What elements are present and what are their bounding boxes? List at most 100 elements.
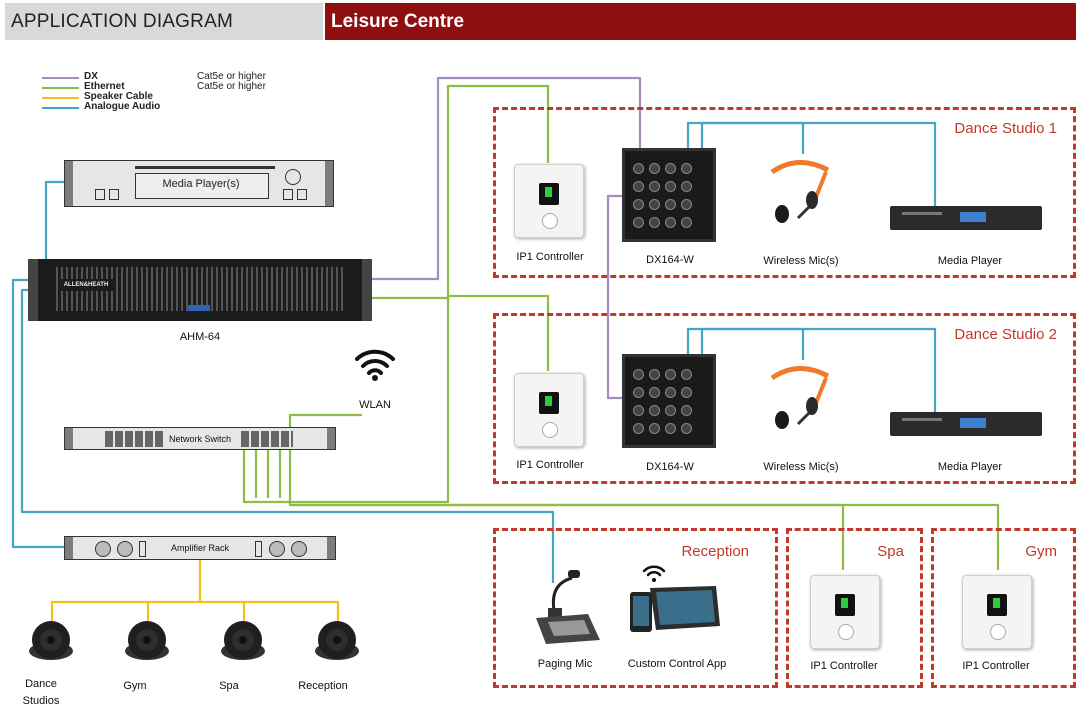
zone-title: Dance Studio 2 (954, 326, 1057, 343)
ethernet-cable (288, 413, 362, 427)
wireless-mic-label: Wireless Mic(s) (763, 255, 839, 267)
xlr-socket (633, 199, 644, 210)
legend-swatch (42, 97, 79, 99)
media-player-unit (890, 412, 1042, 436)
xlr-socket (665, 369, 676, 380)
legend-note: Cat5e or higher (197, 71, 266, 82)
speaker-label-reception: Reception (298, 680, 348, 692)
wlan-label: WLAN (359, 399, 391, 411)
zone-dance-studio-1: Dance Studio 1 (493, 107, 1076, 278)
ip1-controller (810, 575, 880, 649)
legend-note: Cat5e or higher (197, 81, 266, 92)
ethernet-cable (290, 503, 1000, 570)
amp-knob (117, 541, 133, 557)
ip1-controller-label: IP1 Controller (962, 660, 1030, 672)
zone-title: Gym (1025, 543, 1057, 560)
xlr-socket (665, 405, 676, 416)
legend-label: Ethernet (84, 81, 125, 92)
amp-knob (269, 541, 285, 557)
speaker-cable (50, 600, 340, 626)
analogue-cable (700, 327, 937, 412)
xlr-socket (649, 387, 660, 398)
analogue-cable (700, 121, 937, 206)
media-players-rack: Media Player(s) (64, 160, 334, 207)
amplifier-rack-label: Amplifier Rack (171, 543, 230, 553)
zone-title: Dance Studio 1 (954, 120, 1057, 137)
wireless-mic-label: Wireless Mic(s) (763, 461, 839, 473)
xlr-socket (681, 387, 692, 398)
zone-dance-studio-2: Dance Studio 2 (493, 313, 1076, 484)
amp-knob (95, 541, 111, 557)
network-switch: Network Switch (64, 427, 336, 450)
diagram-type-header: APPLICATION DIAGRAM (5, 3, 323, 40)
xlr-socket (665, 199, 676, 210)
xlr-socket (681, 163, 692, 174)
ip1-controller (514, 164, 584, 238)
speaker-label-spa: Spa (219, 680, 239, 692)
speaker-icon (125, 621, 169, 660)
xlr-socket (681, 423, 692, 434)
media-player-label: Media Player (937, 255, 1003, 267)
zone-title: Reception (681, 543, 749, 560)
dx164-w-label: DX164-W (646, 461, 694, 473)
xlr-socket (665, 217, 676, 228)
legend-swatch (42, 77, 79, 79)
ip1-controller-label: IP1 Controller (516, 459, 584, 471)
xlr-socket (633, 181, 644, 192)
xlr-socket (633, 163, 644, 174)
xlr-socket (681, 217, 692, 228)
ethernet-cable (448, 294, 550, 371)
dx164-w-expander (622, 148, 716, 242)
legend-swatch (42, 107, 79, 109)
zone-title: Spa (877, 543, 904, 560)
zone-reception: Reception (493, 528, 778, 688)
wifi-icon (642, 565, 666, 582)
network-switch-label: Network Switch (169, 434, 232, 444)
xlr-socket (633, 217, 644, 228)
switch-ports (241, 431, 293, 447)
dx-cable (372, 76, 642, 281)
legend-label: DX (84, 71, 98, 82)
xlr-socket (649, 423, 660, 434)
dx-cable (606, 194, 622, 400)
allen-heath-logo: ALLEN&HEATH (58, 279, 114, 291)
xlr-socket (633, 423, 644, 434)
amplifier-rack: Amplifier Rack (64, 536, 336, 560)
xlr-socket (665, 163, 676, 174)
speaker-icon (315, 621, 359, 660)
xlr-socket (649, 217, 660, 228)
ip1-controller-label: IP1 Controller (516, 251, 584, 263)
zone-gym: Gym (931, 528, 1076, 688)
venue-title: Leisure Centre (331, 11, 465, 32)
ethernet-cable (288, 296, 450, 504)
media-players-label: Media Player(s) (162, 178, 240, 190)
custom-control-app-label: Custom Control App (627, 658, 727, 670)
paging-mic-label: Paging Mic (537, 658, 593, 670)
xlr-socket (665, 423, 676, 434)
xlr-socket (649, 181, 660, 192)
tablet-icon (630, 586, 720, 632)
ahm-status-leds (188, 305, 210, 311)
analogue-cable (20, 288, 555, 583)
analogue-cable (11, 278, 64, 549)
speaker-icon (221, 621, 265, 660)
ahm-64-processor: ALLEN&HEATH (28, 259, 372, 321)
xlr-socket (649, 163, 660, 174)
media-player-label: Media Player (937, 461, 1003, 473)
media-player-display (135, 173, 269, 199)
xlr-socket (681, 181, 692, 192)
diagram-type-title: APPLICATION DIAGRAM (11, 11, 233, 32)
dx164-w-expander (622, 354, 716, 448)
legend-label: Analogue Audio (84, 101, 161, 112)
ip1-controller (962, 575, 1032, 649)
media-player-knob (285, 169, 301, 185)
ip1-controller (514, 373, 584, 447)
amp-knob (291, 541, 307, 557)
speaker-label-dance-studios: Dance Studios (22, 678, 60, 707)
paging-mic-icon (536, 570, 600, 644)
legend-swatch (42, 87, 79, 89)
speaker-icon (29, 621, 73, 660)
xlr-socket (649, 369, 660, 380)
xlr-socket (633, 387, 644, 398)
